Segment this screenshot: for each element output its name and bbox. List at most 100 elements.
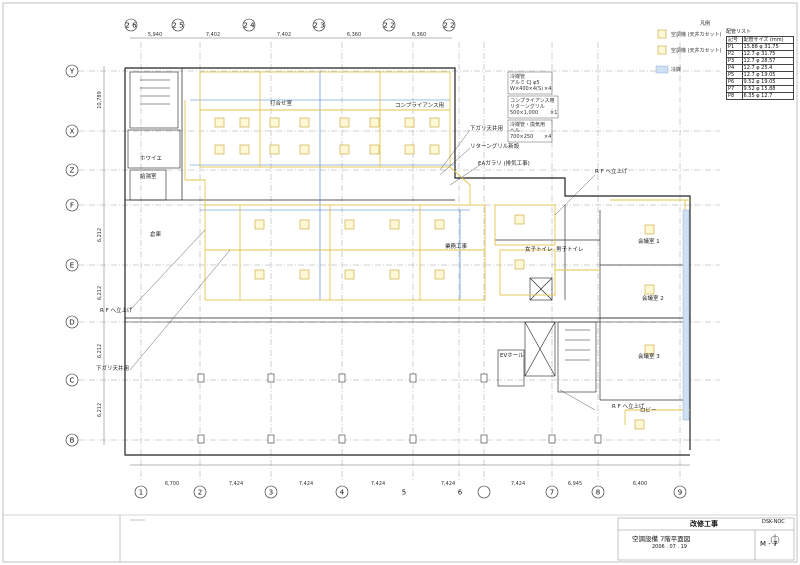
dim-text: 6,212 xyxy=(97,286,103,300)
dim-text: 7,424 xyxy=(371,481,385,487)
dim-text: 6,945 xyxy=(568,481,582,487)
hatched-wall xyxy=(682,209,690,421)
axis-label-top: 2 2 xyxy=(383,22,394,30)
table-cell: P4 xyxy=(726,64,743,72)
axis-label-top: 2 3 xyxy=(313,22,324,30)
room-label-meeting-area: 打合せ室 xyxy=(270,99,293,107)
note-line: コンプライアンス用 xyxy=(510,98,555,104)
axis-label-bottom: 9 xyxy=(678,489,682,497)
room-label-storage: 倉庫 xyxy=(150,230,162,238)
note-line: ヘル xyxy=(510,128,520,134)
legend-item: 冷媒 xyxy=(671,66,681,73)
room-labels: コンプライアンス用 女子トイレ 男子トイレ ホワイエ 給湯室 倉庫 EVホール … xyxy=(96,99,664,414)
dim-text: 7,402 xyxy=(277,32,291,38)
table-row: 記号 配管サイズ (mm) xyxy=(726,36,795,44)
dim-text: 6,700 xyxy=(165,481,179,487)
note-line: 冷媒管 xyxy=(510,73,525,80)
annotation-exhaust: EAガラリ (排気工事) xyxy=(478,159,530,167)
legend-table-title: 配管リスト xyxy=(726,29,752,35)
drawing-date: 2006 . 07 . 19 xyxy=(652,544,687,550)
dim-text: 10,789 xyxy=(97,91,103,109)
dim-text: 7,424 xyxy=(229,481,243,487)
axis-label-left: C xyxy=(70,377,75,385)
note-line: ×1 xyxy=(550,110,557,116)
table-cell: P7 xyxy=(726,85,743,93)
dims-left: 10,789 6,212 6,212 6,212 6,212 xyxy=(97,91,103,417)
table-cell: 6.35 φ 12.7 xyxy=(741,92,795,100)
table-cell: P8 xyxy=(726,92,743,100)
axis-bubbles-left: Y X Z F E D C B xyxy=(65,64,79,447)
dim-text: 6,360 xyxy=(347,32,361,38)
note-line: 700×250 xyxy=(510,134,533,140)
table-cell: P1 xyxy=(726,43,743,51)
room-label-womens-toilet: 女子トイレ xyxy=(525,245,553,253)
axis-label-left: F xyxy=(70,202,74,210)
axis-label-top: 2 5 xyxy=(172,22,183,30)
axis-label-left: B xyxy=(70,437,75,445)
dim-text: 6,400 xyxy=(633,481,647,487)
legend-title: 凡例 xyxy=(700,21,711,27)
dim-text: 7,424 xyxy=(441,481,455,487)
right-rooms xyxy=(495,205,690,401)
refrigerant-lines xyxy=(190,70,470,300)
title-block-frame xyxy=(119,515,795,562)
legend-item: 空調機 (天井カセット) xyxy=(671,47,722,54)
room-label-compliance: コンプライアンス用 xyxy=(395,102,444,109)
table-cell: 12.7 φ 25.4 xyxy=(741,64,795,72)
room-label-hallway: ホワイエ xyxy=(140,155,162,162)
room-label-kitchen: 給湯室 xyxy=(140,172,157,180)
axis-label-bottom: 8 xyxy=(596,489,600,497)
room-label-lobby: ロビー xyxy=(640,406,657,414)
room-label-ev-hall: EVホール xyxy=(500,352,524,359)
axis-label-top: 2 6 xyxy=(125,22,137,30)
axis-bubbles-top: 2 6 2 5 2 4 2 3 2 2 2 2 xyxy=(124,18,456,32)
dims-bottom: 6,700 7,424 7,424 7,424 7,424 7,424 6,94… xyxy=(165,481,647,487)
notes: 冷媒管 アルミ CJ φ5 W×400×4(S) ×4 コンプライアンス用 リタ… xyxy=(507,71,559,143)
axis-label-bottom: 1 xyxy=(139,489,143,497)
core-area xyxy=(127,71,597,393)
annotation-work-area: 業務工事 xyxy=(445,242,468,250)
note-line: 500×1,000 xyxy=(510,110,538,116)
columns xyxy=(197,373,602,444)
axis-bubbles-bottom: 1 2 3 4 5 6 7 8 9 xyxy=(134,485,687,499)
dim-text: 6,212 xyxy=(97,228,103,242)
note-line: ×4 xyxy=(544,86,551,92)
table-cell: 9.52 φ 15.88 xyxy=(741,85,795,93)
annotation-supply-up: 下ガリ天井用 xyxy=(470,124,503,132)
dim-text: 7,424 xyxy=(299,481,313,487)
drawing-code: DSK-NOC xyxy=(762,519,785,525)
table-cell: 記号 xyxy=(726,36,743,44)
annotation-return-grille: リターングリル新設 xyxy=(470,142,520,150)
axis-label-bottom: 5 xyxy=(402,489,406,497)
cassette-units xyxy=(214,117,655,430)
annotation-supply-up-left: 下ガリ天井用 xyxy=(96,364,129,372)
drawing-title: 空調設備 7階平面図 xyxy=(632,535,691,543)
table-cell: 12.7 φ 19.05 xyxy=(741,71,795,79)
table-cell: 12.7 φ 31.75 xyxy=(741,50,795,58)
axis-label-left: D xyxy=(69,319,74,327)
dims-top: 5,940 7,402 7,402 6,360 6,360 xyxy=(148,32,426,38)
table-cell: 12.7 φ 28.57 xyxy=(741,57,795,65)
note-line: 冷媒管・換気用 xyxy=(510,121,545,128)
note-line: アルミ CJ φ5 xyxy=(510,80,540,86)
room-label-meeting1: 会議室 1 xyxy=(638,237,660,245)
annotation-rf-up: R F へ立上げ xyxy=(595,167,628,175)
grid-lines-vertical xyxy=(140,42,681,480)
dim-text: 7,424 xyxy=(511,481,525,487)
annotation-rf-up-left: R F へ立上げ xyxy=(100,306,133,314)
dim-text: 6,212 xyxy=(97,344,103,358)
axis-label-bottom: 3 xyxy=(269,489,273,497)
annotation-rf-up-lobby: R F へ立上げ xyxy=(612,402,645,410)
axis-label-left: E xyxy=(70,262,74,270)
axis-label-bottom: 4 xyxy=(340,489,345,497)
axis-label-left: Z xyxy=(70,167,75,175)
table-cell: 9.52 φ 19.05 xyxy=(741,78,795,86)
axis-label-left: X xyxy=(70,128,75,136)
grid-lines-horizontal xyxy=(78,70,720,441)
